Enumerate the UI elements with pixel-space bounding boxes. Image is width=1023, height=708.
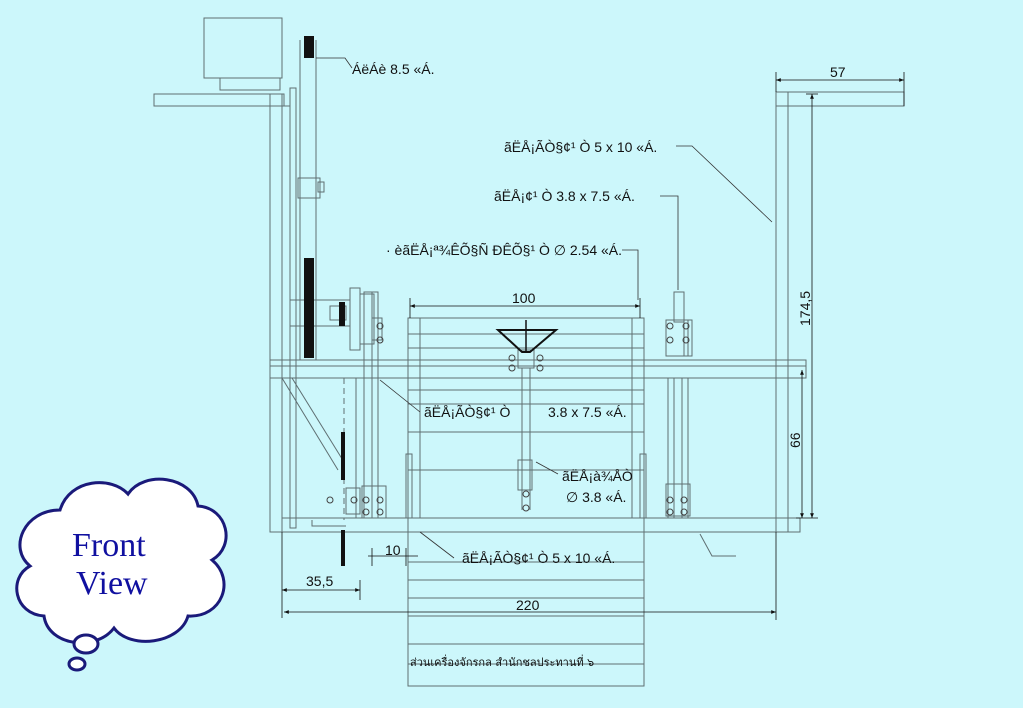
pulley-top bbox=[304, 36, 314, 58]
cloud-line-1: Front bbox=[72, 527, 146, 564]
top-plate-right bbox=[775, 91, 905, 107]
drawing-caption: ส่วนเครื่องจักรกล สำนักชลประทานที่ ๖ bbox=[410, 654, 594, 669]
motor-box bbox=[203, 17, 283, 79]
heavy-parts bbox=[304, 36, 345, 566]
label-38x75-mid-a: ãËÅ¡ÃÒ§¢¹ Ò bbox=[424, 404, 510, 420]
dim-100: 100 bbox=[512, 290, 536, 306]
left-column bbox=[269, 93, 283, 533]
label-38x75-top: ãËÅ¡¢¹ Ò 3.8 x 7.5 «Á. bbox=[494, 188, 635, 204]
dim-66: 66 bbox=[787, 432, 803, 448]
dim-220: 220 bbox=[516, 597, 540, 613]
bottom-beam bbox=[281, 517, 801, 533]
label-top-note: ÁëÁè 8.5 «Á. bbox=[352, 61, 435, 77]
label-rod-b: ∅ 3.8 «Á. bbox=[566, 489, 626, 505]
top-plate-left bbox=[153, 93, 285, 107]
bolts bbox=[326, 322, 690, 516]
dim-57: 57 bbox=[830, 64, 846, 80]
label-5x10-bottom: ãËÅ¡ÃÒ§¢¹ Ò 5 x 10 «Á. bbox=[462, 550, 615, 566]
label-5x10-top: ãËÅ¡ÃÒ§¢¹ Ò 5 x 10 «Á. bbox=[504, 139, 657, 155]
main-beam bbox=[269, 359, 807, 379]
dim-174-5: 174,5 bbox=[797, 291, 813, 326]
dim-10: 10 bbox=[385, 542, 401, 558]
label-pipe: · èãËÅ¡ª¾ÊÕ§Ñ ÐÊÕ§¹ Ò ∅ 2.54 «Á. bbox=[386, 242, 622, 258]
dimension-lines bbox=[281, 72, 905, 620]
belt-section bbox=[304, 258, 314, 358]
label-rod-a: ãËÅ¡à¾ÅÒ bbox=[562, 468, 633, 484]
handwheel bbox=[495, 320, 559, 353]
label-38x75-mid-b: 3.8 x 7.5 «Á. bbox=[548, 404, 627, 420]
cloud-line-2: View bbox=[76, 565, 148, 602]
machine-structure bbox=[153, 17, 905, 687]
right-column bbox=[775, 91, 789, 533]
leader-lines bbox=[316, 57, 773, 559]
dim-35-5: 35,5 bbox=[306, 573, 333, 589]
front-view-cloud: Front View bbox=[15, 477, 228, 672]
